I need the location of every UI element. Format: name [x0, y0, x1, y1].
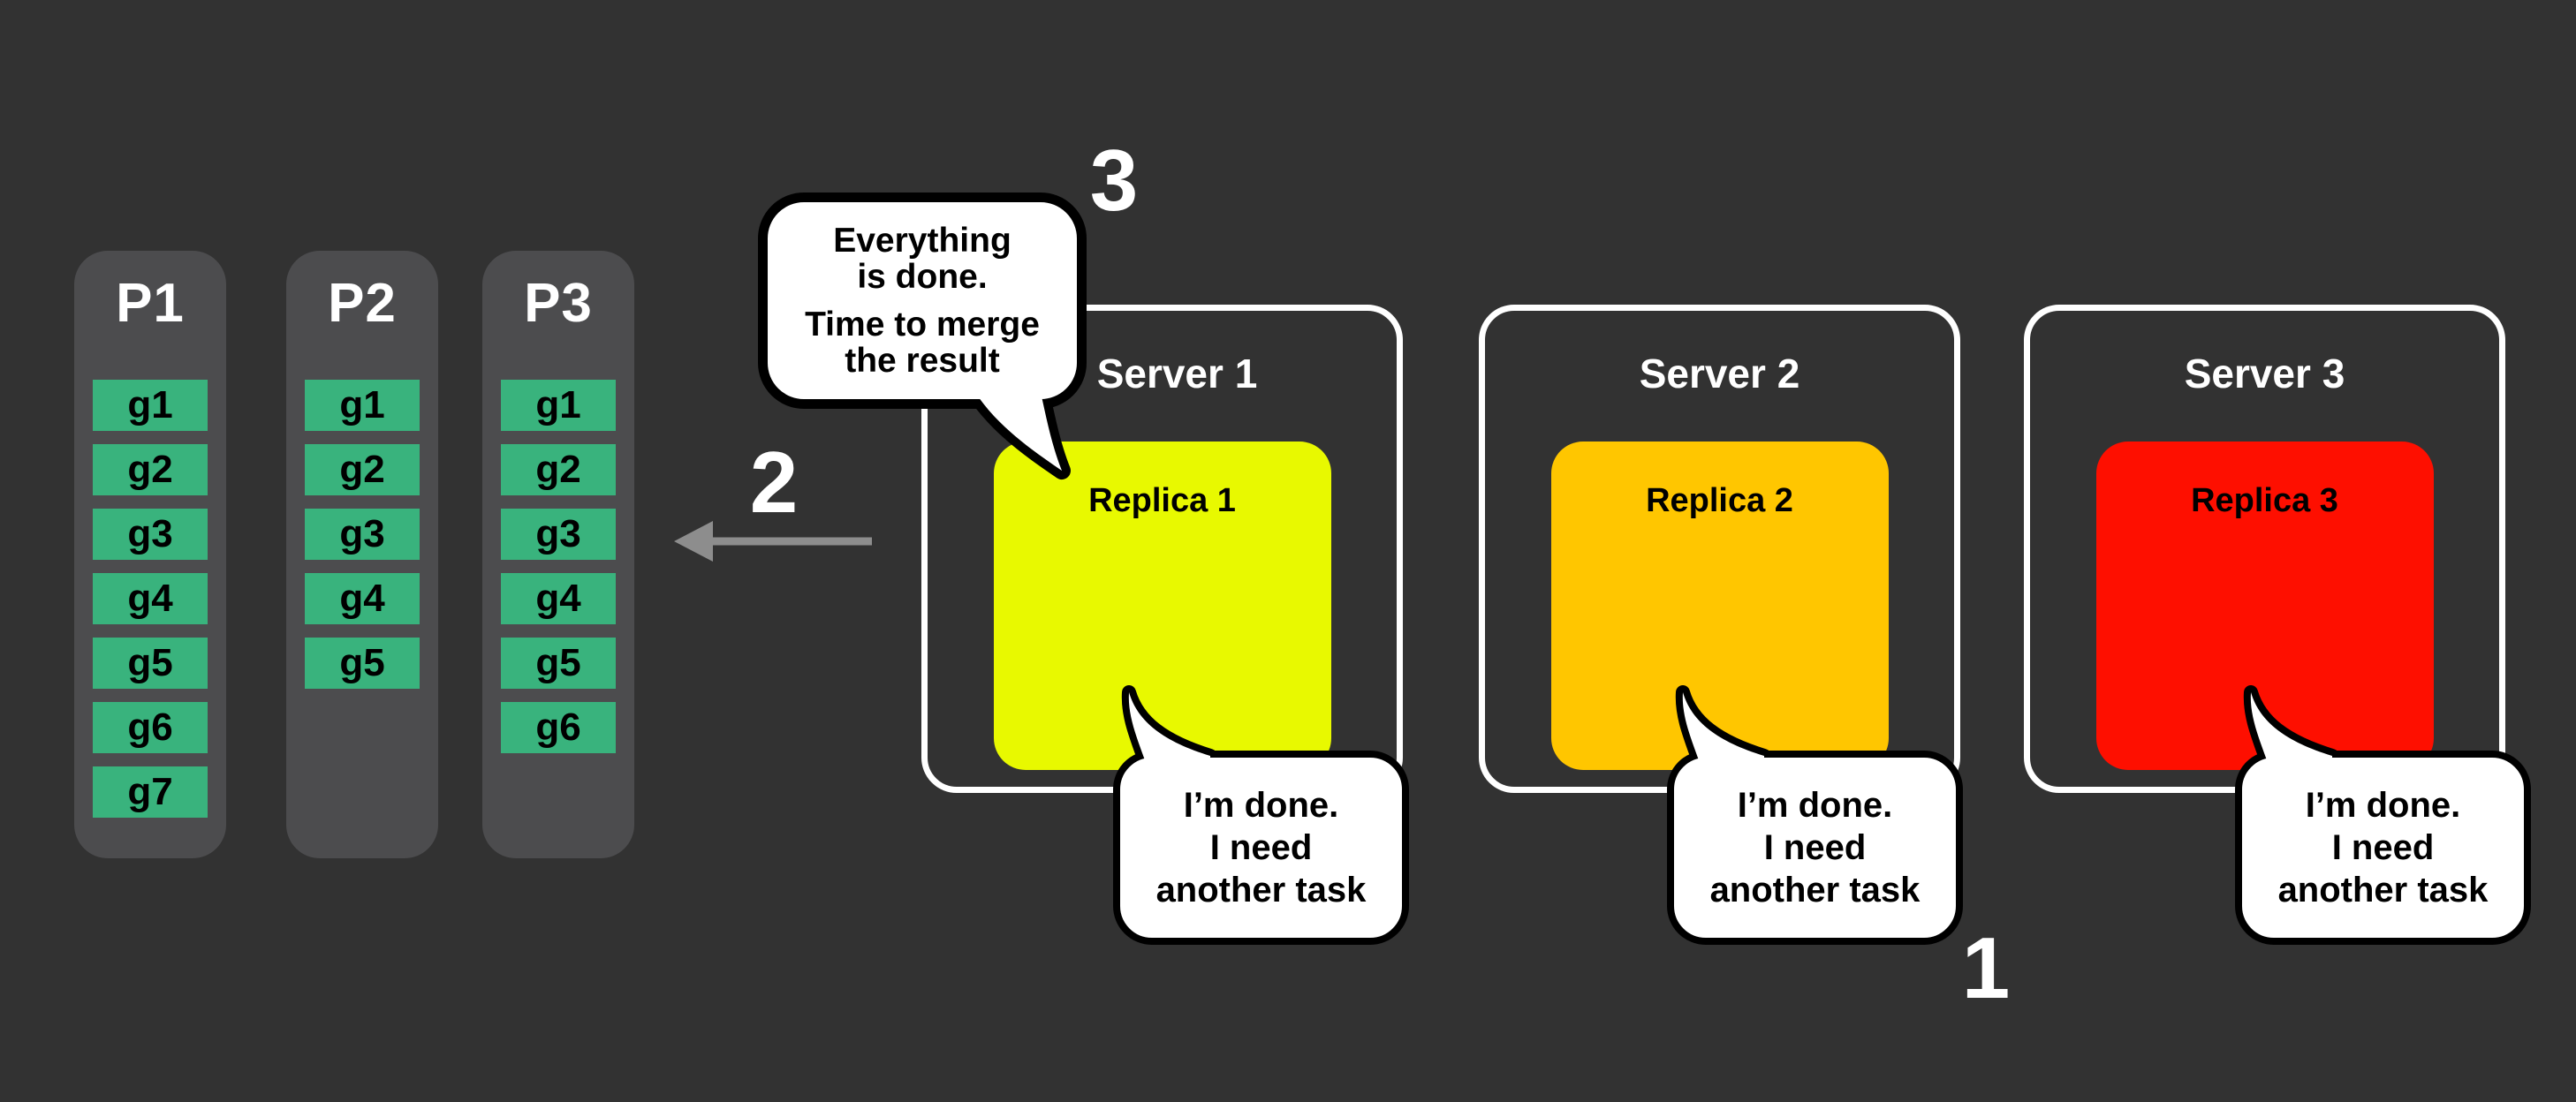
- bubble-text-line: I’m done.: [2305, 786, 2461, 825]
- task-item: g5: [305, 638, 420, 689]
- task-item: g6: [501, 702, 616, 753]
- step-2-label: 2: [749, 434, 799, 531]
- bubble-text-line: I need: [1209, 828, 1313, 867]
- speech-bubble-replica-3: I’m done.I need another task: [2235, 685, 2531, 945]
- partition-title: P2: [328, 273, 397, 334]
- task-item: g4: [501, 573, 616, 624]
- replica-1: Replica 1: [993, 442, 1331, 770]
- task-item: g5: [93, 638, 208, 689]
- server-title: Server 1: [1096, 351, 1258, 396]
- task-item: g2: [93, 444, 208, 495]
- bubble-tail-fill: [1128, 692, 1210, 775]
- task-item: g1: [501, 380, 616, 431]
- bubble-tail-fill: [970, 384, 1062, 471]
- partition-title: P3: [524, 273, 593, 334]
- server-box-2: Server 2 Replica 2: [1479, 305, 1960, 793]
- bubble-body: [1113, 751, 1409, 945]
- partition-column-p3: P3 g1 g2 g3 g4 g5 g6: [482, 251, 634, 858]
- bubble-body: [758, 192, 1087, 409]
- bubble-text-line: another task: [1709, 871, 1921, 910]
- bubble-text-line: I need: [2331, 828, 2435, 867]
- replica-2: Replica 2: [1550, 442, 1889, 770]
- bubble-text-line: Everything: [833, 222, 1011, 260]
- task-item: g2: [501, 444, 616, 495]
- bubble-body: [2235, 751, 2531, 945]
- task-list: g1 g2 g3 g4 g5: [286, 380, 438, 689]
- left-arrow-icon: [674, 521, 872, 562]
- task-item: g1: [93, 380, 208, 431]
- bubble-tail-fill: [1682, 692, 1764, 775]
- task-item: g3: [305, 509, 420, 560]
- bubble-text-line: another task: [1155, 871, 1367, 910]
- step-3-label: 3: [1089, 132, 1139, 229]
- task-item: g3: [501, 509, 616, 560]
- speech-bubble-replica-2: I’m done.I need another task: [1667, 685, 1963, 945]
- partition-column-p1: P1 g1 g2 g3 g4 g5 g6 g7: [74, 251, 226, 858]
- server-title: Server 3: [2184, 351, 2345, 396]
- bubble-text-line: I’m done.: [1183, 786, 1339, 825]
- bubble-text-line: I need: [1763, 828, 1867, 867]
- task-item: g5: [501, 638, 616, 689]
- bubble-text: I’m done.I need another task: [1676, 759, 1954, 936]
- task-item: g4: [93, 573, 208, 624]
- task-item: g2: [305, 444, 420, 495]
- bubble-text-line: another task: [2277, 871, 2489, 910]
- replica-title: Replica 1: [1088, 482, 1236, 519]
- replica-title: Replica 3: [2191, 482, 2338, 519]
- replica-title: Replica 2: [1646, 482, 1793, 519]
- partition-column-p2: P2 g1 g2 g3 g4 g5: [286, 251, 438, 858]
- task-item: g1: [305, 380, 420, 431]
- bubble-text: I’m done.I need another task: [1122, 759, 1400, 936]
- task-item: g4: [305, 573, 420, 624]
- server-title: Server 2: [1639, 351, 1800, 396]
- task-item: g3: [93, 509, 208, 560]
- bubble-body: [1667, 751, 1963, 945]
- bubble-text-line: the result: [845, 342, 1000, 380]
- bubble-text: I’m done.I need another task: [2244, 759, 2522, 936]
- task-list: g1 g2 g3 g4 g5 g6 g7: [74, 380, 226, 818]
- speech-bubble-replica-1: I’m done.I need another task: [1113, 685, 1409, 945]
- server-box-1: Server 1 Replica 1: [921, 305, 1403, 793]
- task-list: g1 g2 g3 g4 g5 g6: [482, 380, 634, 753]
- bubble-text-line: is done.: [857, 258, 988, 296]
- task-item: g6: [93, 702, 208, 753]
- bubble-tail-fill: [2250, 692, 2332, 775]
- task-item: g7: [93, 766, 208, 818]
- bubble-text-line: I’m done.: [1737, 786, 1893, 825]
- step-1-label: 1: [1961, 919, 2011, 1016]
- bubble-text-line: Time to merge: [805, 306, 1040, 343]
- partition-title: P1: [116, 273, 185, 334]
